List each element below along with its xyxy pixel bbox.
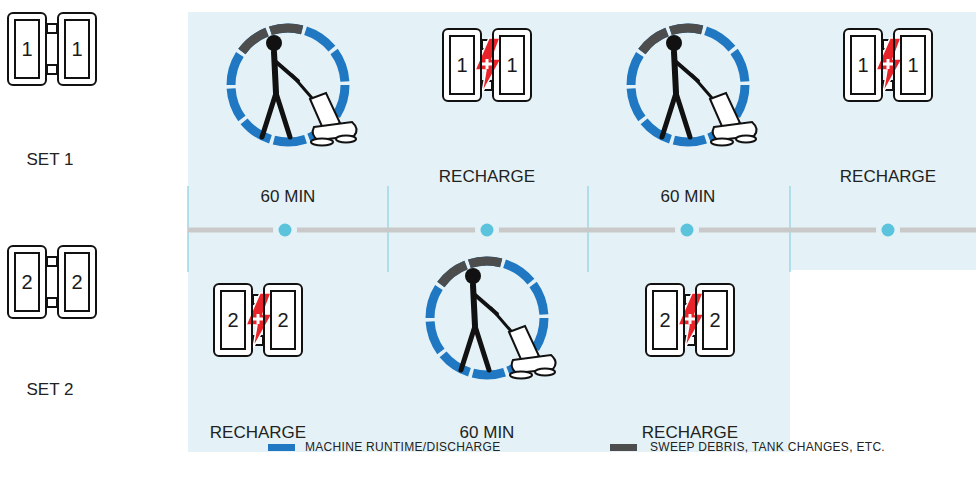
scrubber-operator — [407, 238, 566, 397]
legend-swatch — [268, 444, 295, 451]
battery-number: 1 — [21, 39, 32, 59]
battery-number: 2 — [659, 310, 670, 330]
battery-number: 2 — [227, 310, 238, 330]
phase-label: 60 MIN — [618, 187, 758, 207]
scrubber-operator — [608, 5, 767, 164]
battery-box: 2 — [7, 245, 47, 319]
battery-box: 2 — [695, 283, 735, 357]
set-label: SET 2 — [0, 380, 120, 400]
timeline-gap — [273, 218, 900, 242]
battery-box: 1 — [893, 28, 933, 102]
battery-box: 1 — [57, 12, 97, 86]
legend-swatch — [610, 444, 637, 451]
battery-number: 1 — [71, 39, 82, 59]
timeline-band — [188, 230, 790, 452]
battery-box: 2 — [645, 283, 685, 357]
recharge-bolt — [475, 38, 501, 93]
legend-text: SWEEP DEBRIS, TANK CHANGES, ETC. — [650, 440, 885, 454]
set-label: SET 1 — [0, 150, 120, 170]
recharge-bolt — [876, 38, 902, 93]
battery-box: 1 — [492, 28, 532, 102]
battery-box: 1 — [442, 28, 482, 102]
battery-number: 2 — [21, 272, 32, 292]
battery-fill — [7, 12, 933, 357]
timeline-dot — [279, 224, 895, 237]
battery-number: 1 — [907, 55, 918, 75]
battery-box: 2 — [57, 245, 97, 319]
battery-number: 2 — [277, 310, 288, 330]
battery-box: 2 — [213, 283, 253, 357]
recharge-bolt — [678, 293, 704, 348]
phase-label: RECHARGE — [818, 167, 958, 187]
battery-terminal — [47, 24, 893, 345]
battery-number: 1 — [506, 55, 517, 75]
battery-box: 1 — [843, 28, 883, 102]
recharge-bolt — [246, 293, 272, 348]
timeline-band — [188, 12, 976, 270]
phase-label: 60 MIN — [218, 187, 358, 207]
battery-number: 2 — [709, 310, 720, 330]
scrubber-operator — [208, 5, 367, 164]
battery-number: 1 — [857, 55, 868, 75]
legend-text: MACHINE RUNTIME/DISCHARGE — [305, 440, 501, 454]
phase-label: RECHARGE — [417, 167, 557, 187]
battery-number: 2 — [71, 272, 82, 292]
battery-box: 1 — [7, 12, 47, 86]
timeline-bar — [188, 228, 976, 233]
battery-number: 1 — [456, 55, 467, 75]
battery-box: 2 — [263, 283, 303, 357]
